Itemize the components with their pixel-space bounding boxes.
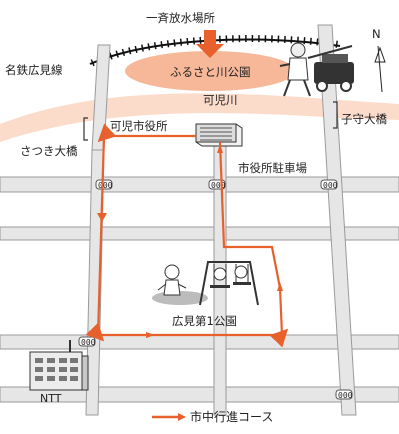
label-railway: 名鉄広見線: [5, 63, 63, 77]
park-furusato-area: [125, 51, 295, 91]
legend-parade-course: 市中行進コース: [190, 409, 273, 424]
label-bridge-left: さつき大橋: [20, 144, 78, 158]
map-legend: 市中行進コース: [152, 409, 273, 424]
signal-label: 000: [81, 338, 96, 347]
label-river: 可児川: [203, 93, 238, 107]
label-north: N: [372, 27, 381, 41]
spray-arrow-icon: [196, 30, 224, 58]
label-park-furusato: ふるさと川公園: [170, 65, 251, 79]
ntt-building-icon: [29, 340, 89, 391]
north-arrow-icon: [374, 45, 386, 93]
road-upper-left: [91, 44, 111, 151]
label-ntt: NTT: [40, 392, 62, 405]
fire-truck-icon: [307, 45, 354, 92]
label-parking: 市役所駐車場: [238, 161, 307, 175]
playground-icon: [152, 261, 259, 306]
signal-label: 000: [323, 181, 338, 190]
label-city-hall: 可児市役所: [110, 119, 168, 133]
label-fountain-event: 一斉放水場所: [146, 11, 215, 25]
signal-label: 000: [338, 391, 353, 400]
firefighter-icon: [279, 42, 311, 97]
bridge-right-marker: [333, 101, 338, 129]
label-park-hiromi: 広見第1公園: [172, 314, 237, 328]
signal-label: 000: [211, 181, 226, 190]
signal-label: 000: [98, 181, 113, 190]
label-bridge-right: 子守大橋: [341, 112, 387, 126]
route-arrows: [97, 144, 283, 338]
legend-arrow-icon: [178, 413, 186, 421]
parade-route: [85, 123, 289, 348]
